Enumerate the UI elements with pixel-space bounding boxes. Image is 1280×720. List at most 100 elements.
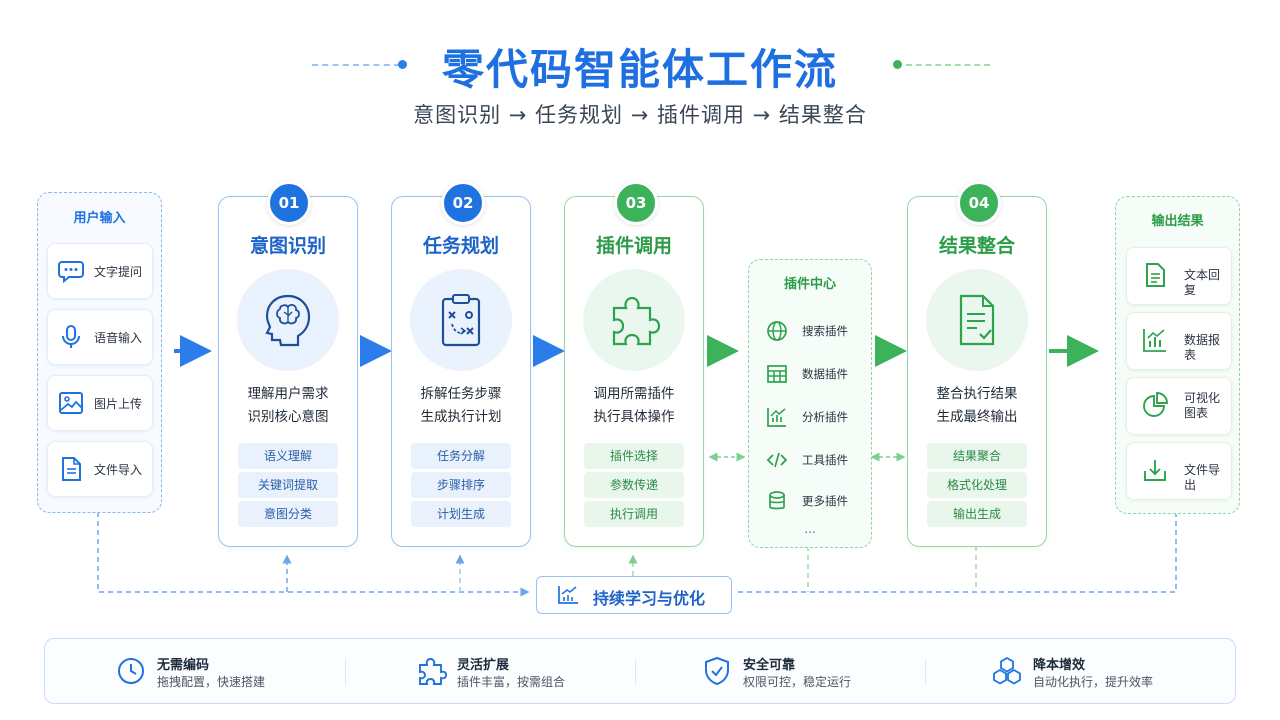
continuous-learning-box[interactable]: 持续学习与优化 — [536, 576, 732, 614]
database-icon — [769, 491, 785, 510]
plugin-item-search[interactable]: 搜索插件 — [765, 318, 865, 344]
step-desc-line: 理解用户需求 — [247, 386, 329, 402]
export-icon — [1144, 460, 1166, 481]
microphone-icon — [62, 325, 80, 348]
step-desc-line: 调用所需插件 — [593, 386, 675, 402]
image-icon — [59, 392, 83, 414]
feature-subtitle: 自动化执行，提升效率 — [1033, 675, 1154, 689]
plugin-item-more[interactable]: 更多插件 — [765, 488, 865, 514]
step-desc-line: 生成最终输出 — [936, 409, 1018, 425]
output-item-visual[interactable]: 可视化图表 — [1126, 377, 1232, 435]
input-item-voice[interactable]: 语音输入 — [47, 309, 153, 365]
user-input-heading: 用户输入 — [73, 211, 126, 226]
step-badge: 04 — [957, 181, 1001, 225]
step-title: 结果整合 — [938, 235, 1015, 257]
title-right-dot — [893, 60, 902, 69]
plugin-center-panel: 插件中心 搜索插件 数据插件 分析插件 — [748, 259, 872, 548]
plugin-more-ellipsis: ... — [804, 522, 816, 536]
step-icon-circle — [926, 269, 1028, 371]
input-item-image[interactable]: 图片上传 — [47, 375, 153, 431]
input-item-label: 文字提问 — [94, 265, 143, 279]
feature-title: 安全可靠 — [743, 658, 796, 673]
plugin-item-data[interactable]: 数据插件 — [765, 361, 865, 387]
step-pill: 计划生成 — [411, 501, 511, 527]
step-desc-line: 识别核心意图 — [247, 409, 329, 425]
shield-check-icon — [705, 656, 729, 686]
clock-icon — [118, 658, 144, 684]
output-item-report[interactable]: 数据报表 — [1126, 312, 1232, 370]
step-card-plugin-call[interactable]: 插件调用 调用所需插件 执行具体操作 插件选择 参数传递 执行调用 — [564, 196, 704, 547]
input-item-label: 语音输入 — [94, 331, 143, 345]
trend-chart-icon — [558, 586, 578, 604]
plugin-item-label: 分析插件 — [802, 410, 848, 424]
feature-subtitle: 权限可控，稳定运行 — [743, 675, 852, 689]
step-card-intent[interactable]: 意图识别 理解用户需求 识别核心意图 语义理解 关键词提取 意图分类 — [218, 196, 358, 547]
step-badge: 03 — [614, 181, 658, 225]
bar-chart-icon — [1143, 329, 1166, 352]
step-pill: 执行调用 — [584, 501, 684, 527]
step-title: 任务规划 — [422, 235, 499, 257]
title-left-decoration — [312, 64, 400, 66]
input-item-file[interactable]: 文件导入 — [47, 441, 153, 497]
output-item-label: 可视化图表 — [1184, 391, 1221, 420]
step-pill: 结果聚合 — [927, 443, 1027, 469]
output-panel: 输出结果 文本回复 数据报表 可视化图表 文件导出 — [1115, 196, 1240, 514]
puzzle-icon — [419, 658, 447, 685]
output-item-label: 文本回复 — [1184, 268, 1221, 297]
plugin-item-label: 搜索插件 — [802, 324, 848, 338]
feedback-line-right — [738, 512, 1177, 593]
feature-subtitle: 拖拽配置，快速搭建 — [157, 675, 266, 689]
step-icon-circle — [237, 269, 339, 371]
cubes-icon — [993, 656, 1021, 685]
step-desc-line: 执行具体操作 — [593, 409, 675, 425]
step-pill: 格式化处理 — [927, 472, 1027, 498]
step-card-planning[interactable]: 任务规划 拆解任务步骤 生成执行计划 任务分解 步骤排序 计划生成 — [391, 196, 531, 547]
document-check-icon — [959, 294, 995, 346]
step-card-result[interactable]: 结果整合 整合执行结果 生成最终输出 结果聚合 格式化处理 输出生成 — [907, 196, 1047, 547]
code-icon — [766, 452, 788, 468]
step-pill: 关键词提取 — [238, 472, 338, 498]
feature-subtitle: 插件丰富，按需组合 — [457, 675, 566, 689]
step-pill: 意图分类 — [238, 501, 338, 527]
output-item-label: 文件导出 — [1184, 463, 1221, 492]
step-desc-line: 生成执行计划 — [420, 409, 502, 425]
table-icon — [767, 365, 787, 383]
step-pill: 输出生成 — [927, 501, 1027, 527]
user-input-panel: 用户输入 文字提问 语音输入 图片上传 文件导入 — [37, 192, 162, 513]
step-desc: 调用所需插件 执行具体操作 — [565, 383, 703, 429]
output-item-text[interactable]: 文本回复 — [1126, 247, 1232, 305]
clipboard-plan-icon — [441, 294, 481, 347]
feature-title: 无需编码 — [157, 658, 210, 673]
chat-bubble-icon — [58, 261, 84, 284]
step-icon-circle — [410, 269, 512, 371]
globe-icon — [767, 321, 787, 341]
step-desc: 拆解任务步骤 生成执行计划 — [392, 383, 530, 429]
document-icon — [62, 457, 81, 481]
plugin-item-label: 数据插件 — [802, 367, 848, 381]
pie-chart-icon — [1143, 392, 1168, 417]
title-left-dot — [398, 60, 407, 69]
feature-divider — [635, 659, 636, 685]
step-title: 意图识别 — [249, 235, 326, 257]
plugin-item-analysis[interactable]: 分析插件 — [765, 404, 865, 430]
feature-divider — [925, 659, 926, 685]
page-title: 零代码智能体工作流 — [441, 45, 838, 94]
puzzle-icon — [612, 296, 661, 346]
input-item-text[interactable]: 文字提问 — [47, 243, 153, 299]
feature-title: 灵活扩展 — [457, 658, 510, 673]
step-pill: 插件选择 — [584, 443, 684, 469]
page-subtitle: 意图识别 → 任务规划 → 插件调用 → 结果整合 — [413, 103, 867, 127]
plugin-item-label: 工具插件 — [802, 453, 848, 467]
step-desc: 理解用户需求 识别核心意图 — [219, 383, 357, 429]
step-desc-line: 拆解任务步骤 — [420, 386, 502, 402]
plugin-item-tools[interactable]: 工具插件 — [765, 447, 865, 473]
step-pill: 任务分解 — [411, 443, 511, 469]
plugin-center-heading: 插件中心 — [783, 277, 836, 292]
step-desc: 整合执行结果 生成最终输出 — [908, 383, 1046, 429]
output-item-export[interactable]: 文件导出 — [1126, 442, 1232, 500]
feature-title: 降本增效 — [1033, 658, 1086, 673]
step-pill: 参数传递 — [584, 472, 684, 498]
brain-head-icon — [265, 294, 311, 347]
continuous-learning-label: 持续学习与优化 — [593, 589, 706, 608]
